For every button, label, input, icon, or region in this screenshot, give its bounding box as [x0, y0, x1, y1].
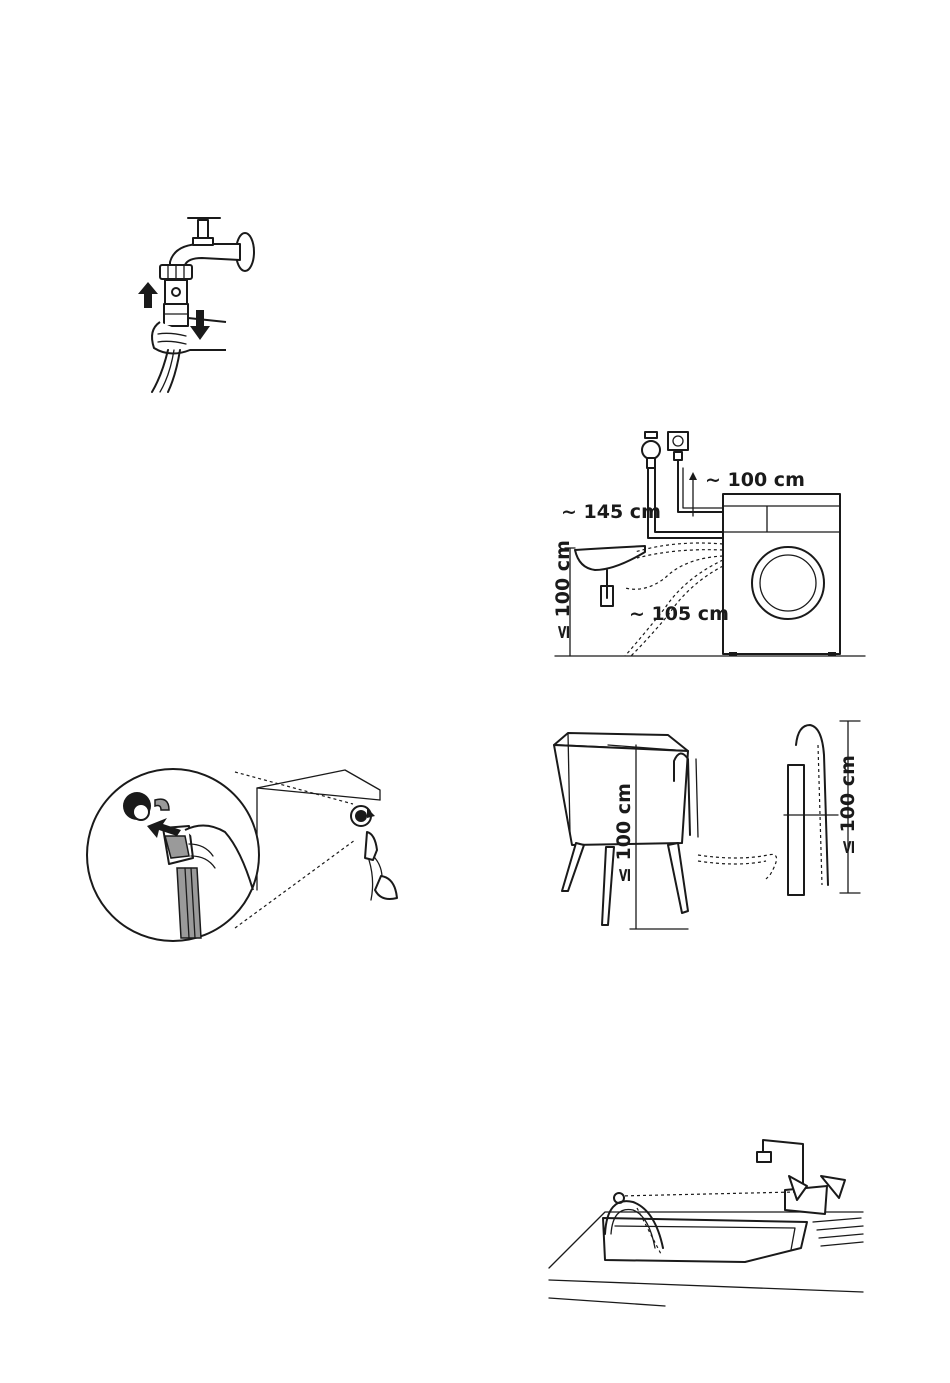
dim-tub-height: ≤ 100 cm — [613, 783, 635, 883]
clearance-diagram: ~ 100 cm ~ 145 cm ~ 105 cm ≤ 100 cm — [545, 428, 870, 663]
dim-drain-length: ~ 105 cm — [629, 603, 729, 625]
arrow-down-icon — [190, 310, 210, 340]
figure-sink-drain — [545, 1130, 865, 1315]
dim-hose-length: ~ 145 cm — [561, 501, 661, 523]
figure-machine-hose-connection — [85, 760, 405, 940]
drain-options-diagram: ≤ 100 cm ≤ 100 cm — [548, 715, 868, 935]
dim-max-height: ≤ 100 cm — [552, 540, 574, 640]
dim-standpipe-height: ≤ 100 cm — [837, 755, 859, 855]
figure-installation-clearances: ~ 100 cm ~ 145 cm ~ 105 cm ≤ 100 cm — [545, 428, 870, 663]
tap-hose-illustration — [130, 210, 265, 395]
figure-tap-hose-connection — [130, 210, 265, 395]
dim-cable-length: ~ 100 cm — [705, 469, 805, 491]
sink-drain-illustration — [545, 1130, 865, 1315]
figure-drain-options: ≤ 100 cm ≤ 100 cm — [548, 715, 868, 935]
arrow-up-icon — [138, 282, 158, 308]
machine-connection-illustration — [85, 760, 405, 940]
